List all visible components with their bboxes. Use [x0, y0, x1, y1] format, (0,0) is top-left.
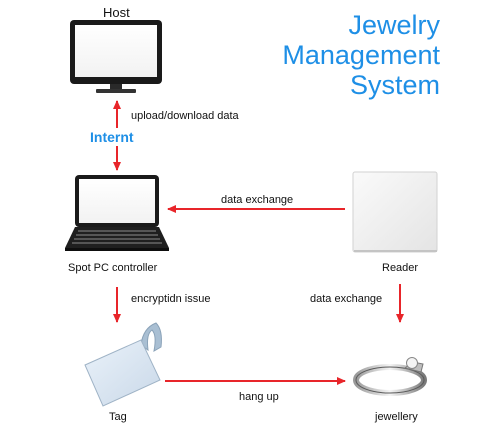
host-monitor-icon	[70, 20, 162, 93]
link-label-pc-tag: encryptidn issue	[131, 293, 211, 305]
tag-icon	[84, 322, 162, 407]
tag-label: Tag	[109, 411, 127, 423]
spot-pc-label: Spot PC controller	[68, 262, 158, 274]
laptop-icon	[65, 175, 169, 251]
reader-label: Reader	[382, 262, 419, 274]
link-label-host-pc: upload/download data	[131, 110, 239, 122]
title-line-2: Management	[282, 40, 440, 70]
reader-icon	[352, 171, 438, 253]
link-label-tag-jewellery: hang up	[239, 391, 279, 403]
host-label: Host	[103, 5, 130, 20]
jewellery-label: jewellery	[375, 411, 418, 423]
title-line-3: System	[349, 70, 440, 100]
arrows	[113, 100, 404, 385]
ring-icon	[353, 357, 427, 396]
link-label-reader-pc: data exchange	[221, 194, 294, 206]
network-label: Internt	[90, 129, 134, 145]
link-label-reader-jewellery: data exchange	[310, 293, 383, 305]
title-line-1: Jewelry	[348, 10, 440, 40]
